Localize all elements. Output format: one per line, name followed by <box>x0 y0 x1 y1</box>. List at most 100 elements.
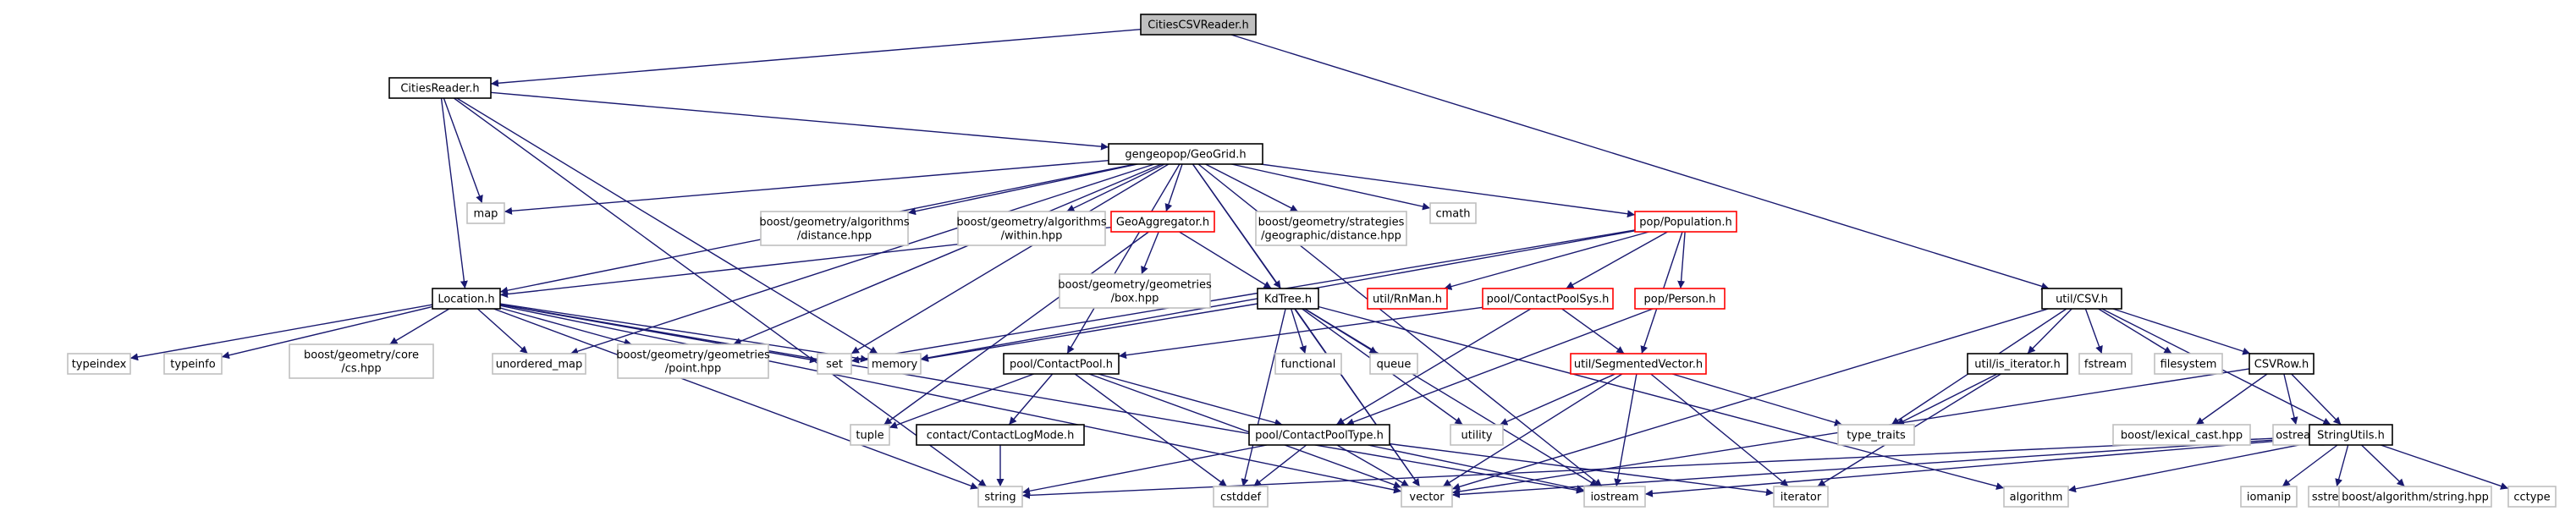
node-iomanip[interactable]: iomanip <box>2240 486 2298 508</box>
node-label-bg_strategies: /geographic/distance.hpp <box>1261 230 1401 243</box>
node-label-utilcsv: util/CSV.h <box>2056 294 2108 306</box>
node-box-contactpooltype <box>1248 424 1390 446</box>
node-bg_point[interactable]: boost/geometry/geometries/point.hpp <box>616 343 770 379</box>
node-label-bg_distance: boost/geometry/algorithms <box>759 217 910 229</box>
node-contactpoolsys[interactable]: pool/ContactPoolSys.h <box>1482 288 1614 310</box>
node-iterator[interactable]: iterator <box>1773 486 1829 508</box>
node-bg_cs[interactable]: boost/geometry/core/cs.hpp <box>289 343 434 379</box>
node-algorithm[interactable]: algorithm <box>2003 486 2069 508</box>
node-label-bg_box: /box.hpp <box>1111 293 1159 305</box>
node-iostream[interactable]: iostream <box>1583 486 1646 508</box>
edge-stringutils-to-vector <box>1451 437 2310 498</box>
edge-contactpool-to-cstddef <box>1074 373 1228 487</box>
node-typeindex[interactable]: typeindex <box>67 353 131 375</box>
edge-geoaggregator-to-bg_box <box>1141 231 1159 275</box>
node-cctype[interactable]: cctype <box>2507 486 2557 508</box>
node-stringutils[interactable]: StringUtils.h <box>2309 424 2393 446</box>
edge-location-to-bg_cs <box>389 308 450 345</box>
node-set[interactable]: set <box>817 353 852 375</box>
node-csvreader[interactable]: CitiesCSVReader.h <box>1140 14 1257 36</box>
node-label-cstddef: cstddef <box>1220 492 1262 504</box>
node-bg_strategies[interactable]: boost/geometry/strategies/geographic/dis… <box>1255 211 1407 246</box>
node-vector[interactable]: vector <box>1401 486 1453 508</box>
node-segmentedvector[interactable]: util/SegmentedVector.h <box>1570 353 1707 375</box>
node-string[interactable]: string <box>977 486 1023 508</box>
node-filesystem[interactable]: filesystem <box>2154 353 2223 375</box>
node-tuple[interactable]: tuple <box>850 424 890 446</box>
edge-stringutils-to-iomanip <box>2282 444 2338 487</box>
node-box-bg_box <box>1059 273 1211 309</box>
node-lexical_cast[interactable]: boost/lexical_cast.hpp <box>2112 424 2251 446</box>
edge-utilcsv-to-filesystem <box>2098 308 2172 354</box>
node-label-bg_cs: boost/geometry/core <box>304 349 419 362</box>
edge-geogrid-to-bg_within <box>1066 163 1165 212</box>
edge-location-to-string <box>493 308 979 490</box>
node-label-string: string <box>984 492 1016 504</box>
node-box-string <box>977 486 1023 508</box>
node-map[interactable]: map <box>466 202 505 224</box>
edge-kdtree-to-cstddef <box>1241 308 1286 487</box>
node-label-typeinfo: typeinfo <box>170 359 215 371</box>
node-contactpooltype[interactable]: pool/ContactPoolType.h <box>1248 424 1390 446</box>
node-label-location: Location.h <box>438 294 494 306</box>
node-cmath[interactable]: cmath <box>1429 202 1477 224</box>
node-box-cctype <box>2507 486 2557 508</box>
edge-contactpooltype-to-string <box>1021 444 1268 495</box>
node-label-geoaggregator: GeoAggregator.h <box>1116 217 1209 229</box>
node-bg_string[interactable]: boost/algorithm/string.hpp <box>2338 486 2492 508</box>
node-label-bg_point: /point.hpp <box>665 363 721 376</box>
node-bg_within[interactable]: boost/geometry/algorithms/within.hpp <box>956 211 1107 246</box>
edge-location-to-iostream <box>499 304 1585 494</box>
node-geoaggregator[interactable]: GeoAggregator.h <box>1110 211 1215 233</box>
node-label-memory: memory <box>872 359 918 371</box>
node-memory[interactable]: memory <box>867 353 922 375</box>
node-citiesreader[interactable]: CitiesReader.h <box>388 77 492 99</box>
node-label-type_traits: type_traits <box>1847 430 1906 442</box>
node-fstream[interactable]: fstream <box>2078 353 2133 375</box>
node-person[interactable]: pop/Person.h <box>1634 288 1726 310</box>
node-label-contactlogmode: contact/ContactLogMode.h <box>927 430 1075 442</box>
edge-citiesreader-to-geogrid <box>490 91 1109 151</box>
node-label-lexical_cast: boost/lexical_cast.hpp <box>2121 430 2243 442</box>
node-utility[interactable]: utility <box>1450 424 1504 446</box>
node-box-vector <box>1401 486 1453 508</box>
node-csvrow[interactable]: CSVRow.h <box>2248 353 2315 375</box>
node-rnman[interactable]: util/RnMan.h <box>1367 288 1448 310</box>
node-contactpool[interactable]: pool/ContactPool.h <box>1003 353 1120 375</box>
node-box-kdtree <box>1257 288 1319 310</box>
edge-utilcsv-to-csvrow <box>2112 308 2251 355</box>
node-label-person: pop/Person.h <box>1644 294 1716 306</box>
node-box-bg_within <box>957 211 1106 246</box>
node-type_traits[interactable]: type_traits <box>1837 424 1915 446</box>
node-unordered_map[interactable]: unordered_map <box>492 353 586 375</box>
edge-kdtree-to-algorithm <box>1318 305 2005 490</box>
node-bg_distance[interactable]: boost/geometry/algorithms/distance.hpp <box>759 211 910 246</box>
node-kdtree[interactable]: KdTree.h <box>1257 288 1319 310</box>
node-functional[interactable]: functional <box>1274 353 1342 375</box>
node-contactlogmode[interactable]: contact/ContactLogMode.h <box>916 424 1085 446</box>
node-box-iostream <box>1583 486 1646 508</box>
node-geogrid[interactable]: gengeopop/GeoGrid.h <box>1108 143 1263 165</box>
edge-citiesreader-to-map <box>443 97 483 204</box>
node-box-segmentedvector <box>1570 353 1707 375</box>
node-typeinfo[interactable]: typeinfo <box>163 353 223 375</box>
edge-stringutils-to-bg_string <box>2361 444 2405 487</box>
node-label-iterator: iterator <box>1781 492 1822 504</box>
node-utilcsv[interactable]: util/CSV.h <box>2041 288 2122 310</box>
node-bg_box[interactable]: boost/geometry/geometries/box.hpp <box>1058 273 1212 309</box>
node-label-typeindex: typeindex <box>72 359 127 371</box>
node-queue[interactable]: queue <box>1369 353 1418 375</box>
node-location[interactable]: Location.h <box>432 288 501 310</box>
node-box-csvreader <box>1140 14 1257 36</box>
edge-segmentedvector-to-vector <box>1442 373 1623 487</box>
node-cstddef[interactable]: cstddef <box>1213 486 1269 508</box>
node-population[interactable]: pop/Population.h <box>1634 211 1737 233</box>
node-box-typeinfo <box>163 353 223 375</box>
edge-geogrid-to-cmath <box>1231 163 1431 211</box>
node-label-queue: queue <box>1377 359 1412 371</box>
edge-geogrid-to-bg_distance <box>907 163 1138 216</box>
node-box-contactpoolsys <box>1482 288 1614 310</box>
edge-population-to-set <box>850 229 1636 364</box>
edge-contactpool-to-contactpooltype <box>1098 373 1283 426</box>
node-is_iterator[interactable]: util/is_iterator.h <box>1967 353 2068 375</box>
